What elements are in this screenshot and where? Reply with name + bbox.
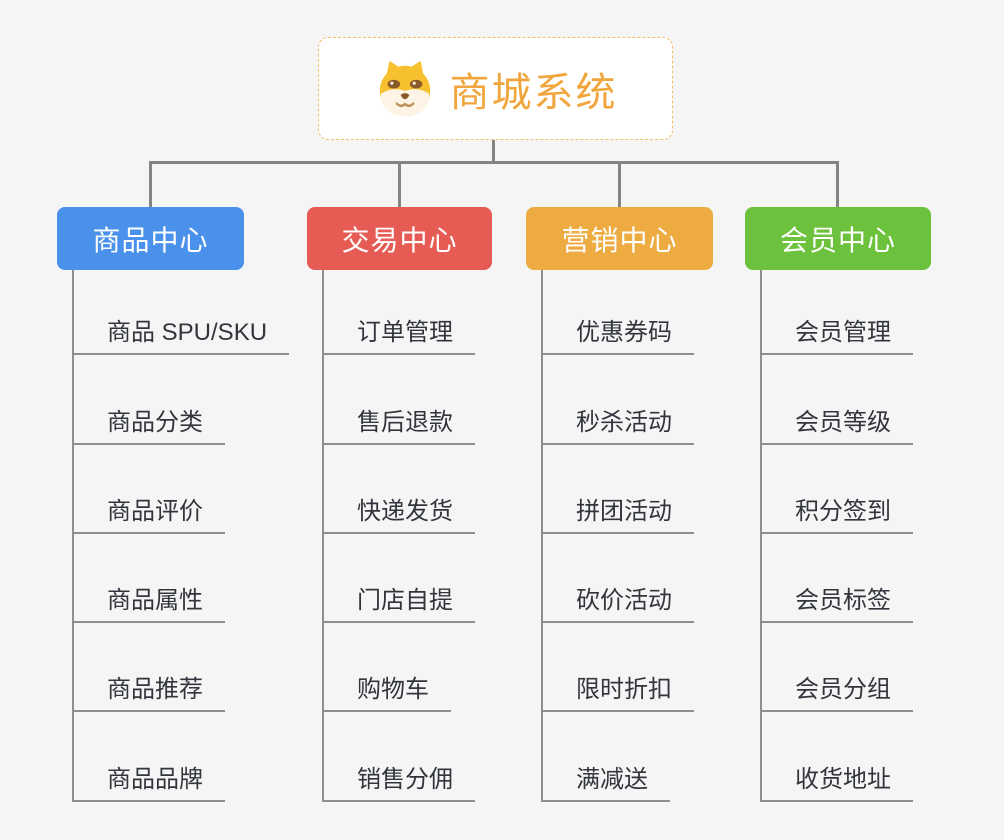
branch-trunk-line: [72, 270, 74, 802]
branch-node-marketing-center[interactable]: 营销中心: [526, 207, 713, 270]
connector-horizontal-bus: [149, 161, 839, 164]
leaf-node[interactable]: 购物车: [322, 672, 451, 712]
branch-trunk-line: [541, 270, 543, 802]
leaf-node[interactable]: 订单管理: [322, 315, 475, 355]
leaf-node[interactable]: 商品 SPU/SKU: [72, 315, 290, 355]
leaf-node[interactable]: 商品推荐: [72, 672, 225, 712]
leaf-node[interactable]: 满减送: [541, 762, 670, 802]
leaf-node[interactable]: 收货地址: [760, 762, 913, 802]
leaf-node[interactable]: 商品评价: [72, 494, 225, 534]
leaf-node[interactable]: 快递发货: [322, 494, 475, 534]
leaf-node[interactable]: 积分签到: [760, 494, 913, 534]
branch-trunk-line: [322, 270, 324, 802]
leaf-node[interactable]: 商品属性: [72, 583, 225, 623]
connector-drop-trade: [398, 161, 401, 207]
leaf-node[interactable]: 会员管理: [760, 315, 913, 355]
branch-column-member: 会员管理 会员等级 积分签到 会员标签 会员分组 收货地址: [760, 270, 1004, 810]
branch-column-marketing: 优惠券码 秒杀活动 拼团活动 砍价活动 限时折扣 满减送: [541, 270, 791, 810]
branch-node-member-center[interactable]: 会员中心: [745, 207, 931, 270]
dog-face-icon: [374, 58, 436, 120]
connector-drop-member: [836, 161, 839, 207]
leaf-node[interactable]: 销售分佣: [322, 762, 475, 802]
leaf-node[interactable]: 会员分组: [760, 672, 913, 712]
branch-column-trade: 订单管理 售后退款 快递发货 门店自提 购物车 销售分佣: [322, 270, 572, 810]
leaf-node[interactable]: 拼团活动: [541, 494, 694, 534]
leaf-node[interactable]: 门店自提: [322, 583, 475, 623]
leaf-node[interactable]: 秒杀活动: [541, 405, 694, 445]
leaf-node[interactable]: 会员标签: [760, 583, 913, 623]
branch-trunk-line: [760, 270, 762, 802]
branch-node-trade-center[interactable]: 交易中心: [307, 207, 492, 270]
leaf-node[interactable]: 砍价活动: [541, 583, 694, 623]
root-node-title: 商城系统: [449, 70, 618, 115]
leaf-node[interactable]: 商品分类: [72, 405, 225, 445]
branch-column-product: 商品 SPU/SKU 商品分类 商品评价 商品属性 商品推荐 商品品牌: [72, 270, 322, 810]
leaf-node[interactable]: 优惠券码: [541, 315, 694, 355]
connector-root-stub: [492, 140, 495, 164]
leaf-node[interactable]: 限时折扣: [541, 672, 694, 712]
leaf-node[interactable]: 商品品牌: [72, 762, 225, 802]
leaf-node[interactable]: 售后退款: [322, 405, 475, 445]
branch-node-product-center[interactable]: 商品中心: [57, 207, 244, 270]
leaf-node[interactable]: 会员等级: [760, 405, 913, 445]
connector-drop-marketing: [618, 161, 621, 207]
root-node-mall-system[interactable]: 商城系统: [318, 37, 673, 140]
connector-drop-product: [149, 161, 152, 207]
